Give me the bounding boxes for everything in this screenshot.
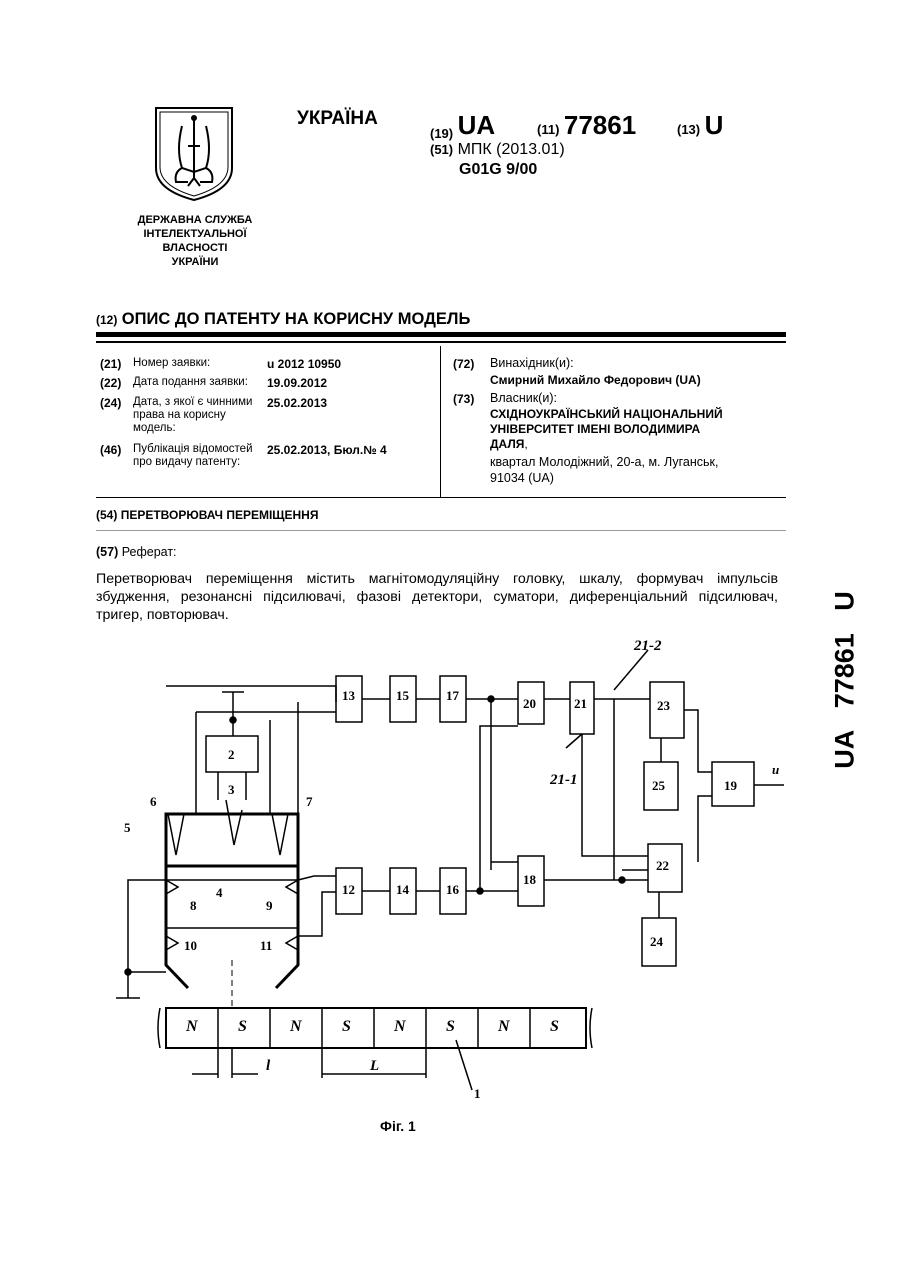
fig-label-23: 23 — [657, 698, 670, 714]
fig-label-u: u — [772, 762, 779, 778]
abstract-heading: (57) Реферат: — [96, 545, 177, 559]
fig-label-19: 19 — [724, 778, 737, 794]
fig-label-17: 17 — [446, 688, 459, 704]
owner-name-1: СХІДНОУКРАЇНСЬКИЙ НАЦІОНАЛЬНИЙ — [490, 407, 723, 421]
figure-1: 13 15 17 20 21 23 25 19 12 14 16 18 22 2… — [100, 630, 790, 1110]
fig-label-24: 24 — [650, 934, 663, 950]
scale-pole-2: S — [238, 1018, 247, 1036]
fig-label-3: 3 — [228, 782, 235, 798]
scale-pole-5: N — [394, 1018, 406, 1036]
fig-label-7: 7 — [306, 794, 313, 810]
fig-label-6: 6 — [150, 794, 157, 810]
title-rule-thin — [96, 341, 786, 343]
scale-pole-7: N — [498, 1018, 510, 1036]
fig-label-11: 11 — [260, 938, 272, 954]
fig-label-18: 18 — [523, 872, 536, 888]
fig-label-21-1: 21-1 — [550, 772, 578, 789]
publication-date: 25.02.2013, Бюл.№ 4 — [267, 443, 387, 457]
fig-label-12: 12 — [342, 882, 355, 898]
fig-label-9: 9 — [266, 898, 273, 914]
inventor-name: Смирний Михайло Федорович (UA) — [490, 373, 701, 387]
owner-address-1: квартал Молодіжний, 20-а, м. Луганськ, — [490, 455, 718, 469]
fig-label-13: 13 — [342, 688, 355, 704]
owner-name-3: ДАЛЯ, — [490, 437, 528, 451]
biblio-column-divider — [440, 346, 441, 497]
ipc-class: G01G 9/00 — [459, 161, 537, 179]
country-name: УКРАЇНА — [297, 108, 378, 130]
owner-address-2: 91034 (UA) — [490, 471, 554, 485]
application-number: u 2012 10950 — [267, 357, 341, 371]
effective-date: 25.02.2013 — [267, 396, 327, 410]
fig-label-22: 22 — [656, 858, 669, 874]
coat-of-arms-emblem — [152, 106, 236, 202]
biblio-bottom-rule — [96, 497, 786, 498]
patent-number: 77861 — [564, 110, 636, 140]
fig-label-1: 1 — [474, 1086, 481, 1102]
scale-pole-1: N — [186, 1018, 198, 1036]
code-11: (11) 77861 — [537, 110, 636, 141]
fig-label-20: 20 — [523, 696, 536, 712]
fig-label-14: 14 — [396, 882, 409, 898]
scale-pole-8: S — [550, 1018, 559, 1036]
scale-pole-6: S — [446, 1018, 455, 1036]
title54-rule — [96, 530, 786, 531]
utility-model-title: (54) ПЕРЕТВОРЮВАЧ ПЕРЕМІЩЕННЯ — [96, 508, 318, 522]
fig-label-5: 5 — [124, 820, 131, 836]
ipc-line: (51) МПК (2013.01) — [430, 141, 565, 159]
fig-label-15: 15 — [396, 688, 409, 704]
fig-label-l: l — [266, 1058, 270, 1075]
fig-label-21-2: 21-2 — [634, 638, 662, 655]
owner-name-2: УНІВЕРСИТЕТ ІМЕНІ ВОЛОДИМИРА — [490, 422, 700, 436]
agency-name: ДЕРЖАВНА СЛУЖБА ІНТЕЛЕКТУАЛЬНОЇ ВЛАСНОСТ… — [120, 213, 270, 269]
filing-date: 19.09.2012 — [267, 376, 327, 390]
side-patent-number: UA 77861 U — [830, 591, 861, 769]
fig-label-16: 16 — [446, 882, 459, 898]
scale-pole-3: N — [290, 1018, 302, 1036]
fig-label-L: L — [370, 1058, 379, 1075]
fig-label-4: 4 — [216, 885, 223, 901]
fig-label-21: 21 — [574, 696, 587, 712]
fig-label-25: 25 — [652, 778, 665, 794]
code-13: (13) U — [677, 110, 723, 141]
scale-pole-4: S — [342, 1018, 351, 1036]
abstract-text: Перетворювач переміщення містить магніто… — [96, 570, 778, 624]
figure-caption: Фіг. 1 — [380, 1118, 416, 1134]
fig-label-8: 8 — [190, 898, 197, 914]
title-rule-thick — [96, 332, 786, 337]
document-title: (12) ОПИС ДО ПАТЕНТУ НА КОРИСНУ МОДЕЛЬ — [96, 310, 470, 329]
code-19: (19) UA — [430, 110, 495, 141]
fig-label-2: 2 — [228, 747, 235, 763]
fig-label-10: 10 — [184, 938, 197, 954]
